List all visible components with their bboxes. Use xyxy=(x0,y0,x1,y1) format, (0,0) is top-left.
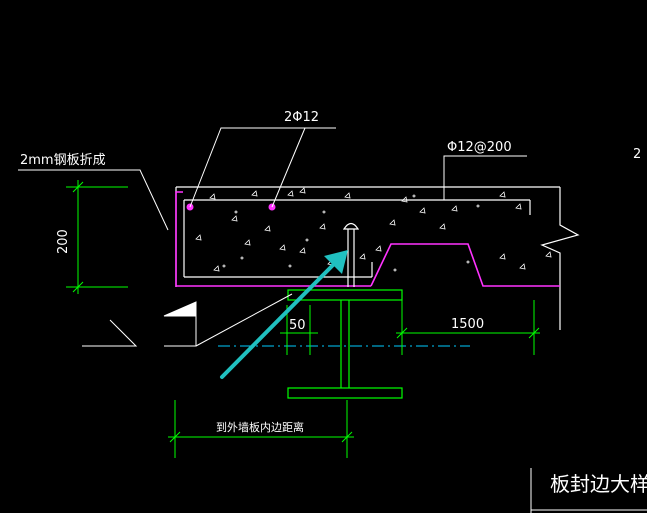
dim-1500 xyxy=(396,300,540,355)
break-line xyxy=(540,187,580,330)
label-rebar-right-cut: 2 xyxy=(633,147,641,162)
pointer-arrow xyxy=(220,250,348,379)
label-steel-plate: 2mm钢板折成 xyxy=(20,153,106,168)
slab-outline xyxy=(175,186,560,287)
steel-beam xyxy=(287,289,403,399)
drawing-title: 板封边大样 xyxy=(550,472,647,496)
dim-to-wall xyxy=(168,400,354,458)
label-dim-200: 200 xyxy=(56,229,71,254)
label-rebar-top: 2Φ12 xyxy=(284,110,319,125)
title-frame xyxy=(530,468,647,513)
label-rebar-dist: Φ12@200 xyxy=(447,140,512,155)
shear-stud xyxy=(342,222,360,287)
steel-plate xyxy=(175,191,560,287)
wall-element xyxy=(163,293,293,347)
label-dim-50: 50 xyxy=(289,318,306,333)
label-to-wall: 到外墙板内边距离 xyxy=(216,420,304,434)
label-dim-1500: 1500 xyxy=(451,317,484,332)
leaders xyxy=(18,127,527,347)
dim-200 xyxy=(66,180,128,294)
